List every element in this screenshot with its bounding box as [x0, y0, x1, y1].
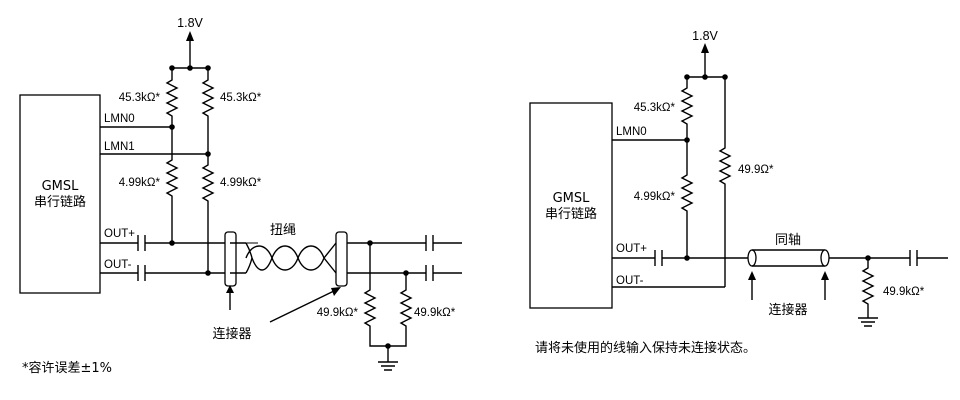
- right-r-side-label: 49.9Ω*: [738, 164, 774, 176]
- right-supply-arrow: [701, 43, 709, 53]
- left-chip-box: [19, 94, 101, 294]
- right-outp-cap: [612, 250, 752, 266]
- left-cable-label: 扭绳: [270, 223, 296, 238]
- left-connector-arrow-1: [226, 285, 234, 293]
- left-pin-outp: OUT+: [104, 228, 135, 240]
- right-r-term-label: 49.9kΩ*: [883, 286, 925, 298]
- left-out-right-cap-top: [347, 235, 462, 251]
- left-r-mid-right-label: 4.99kΩ*: [220, 177, 262, 189]
- right-pin-lmn0: LMN0: [616, 126, 647, 138]
- right-ground-icon: [858, 317, 878, 327]
- right-resistor-top: [680, 77, 694, 140]
- left-pin-outn: OUT-: [104, 259, 132, 271]
- right-note: 请将未使用的线输入保持未连接状态。: [535, 340, 756, 356]
- left-pin-lmn1: LMN1: [104, 141, 135, 153]
- right-chip-label-2: 串行链路: [545, 206, 597, 222]
- right-out-cap: [829, 250, 948, 266]
- left-ground-icon: [378, 346, 398, 371]
- left-chip-label-2: 串行链路: [34, 194, 86, 210]
- left-connector-1: [224, 231, 237, 287]
- left-resistor-mid-left: [165, 127, 179, 243]
- left-r-term-left-label: 49.9kΩ*: [317, 307, 359, 319]
- right-resistor-mid: [680, 140, 694, 258]
- left-supply-label: 1.8V: [177, 16, 203, 30]
- right-pin-outn: OUT-: [616, 275, 644, 287]
- left-outp-cap: [100, 235, 230, 251]
- left-r-top-right-label: 45.3kΩ*: [220, 92, 262, 104]
- right-connector-arrow-2: [821, 271, 829, 280]
- left-connector-arrow-2: [331, 287, 341, 296]
- right-connector-label: 连接器: [768, 302, 807, 318]
- left-connector-2: [335, 231, 348, 287]
- right-chip-label-1: GMSL: [553, 191, 591, 206]
- right-resistor-side: [718, 77, 732, 287]
- right-r-mid-label: 4.99kΩ*: [634, 191, 676, 203]
- left-out-right-cap-bot: [347, 265, 462, 281]
- right-cable-label: 同轴: [775, 233, 801, 248]
- left-resistor-mid-right: [201, 154, 215, 273]
- left-connector-label: 连接器: [212, 326, 251, 342]
- left-r-top-left-label: 45.3kΩ*: [119, 92, 161, 104]
- right-circuit: GMSL 串行链路 1.8V 45.3kΩ* LMN0 4.99kΩ* 49.9…: [529, 29, 948, 356]
- left-chip-label-1: GMSL: [42, 179, 80, 194]
- left-footnote: *容许误差±1%: [22, 360, 112, 376]
- left-circuit: GMSL 串行链路 1.8V 45.3kΩ* 45.3kΩ* LMN0 LMN1…: [19, 16, 462, 376]
- left-twisted-pair: [245, 245, 325, 271]
- left-term-resistors: [363, 243, 413, 347]
- left-resistor-top-right: [201, 68, 215, 154]
- right-connector-arrow-1: [748, 271, 756, 280]
- left-r-mid-left-label: 4.99kΩ*: [119, 177, 161, 189]
- left-outn-cap: [100, 265, 230, 281]
- right-chip-box: [529, 102, 613, 309]
- left-resistor-top-left: [165, 68, 179, 127]
- left-supply-arrow: [186, 31, 194, 41]
- right-pin-outp: OUT+: [616, 243, 647, 255]
- left-r-term-right-label: 49.9kΩ*: [414, 307, 456, 319]
- right-coax: [752, 249, 825, 267]
- right-r-top-label: 45.3kΩ*: [634, 102, 676, 114]
- right-resistor-term: [861, 258, 875, 318]
- left-pin-lmn0: LMN0: [104, 113, 135, 125]
- right-supply-label: 1.8V: [692, 29, 718, 43]
